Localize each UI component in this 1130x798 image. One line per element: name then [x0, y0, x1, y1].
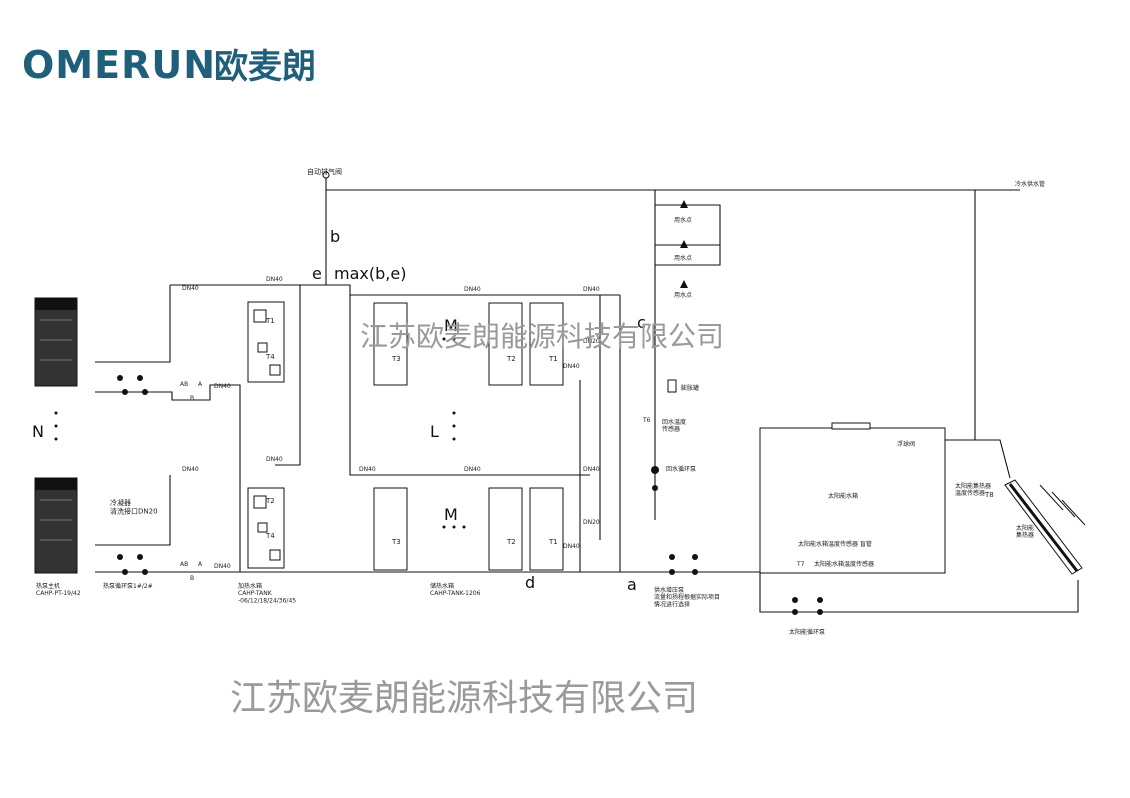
sensor-label: T2 — [506, 355, 516, 363]
dn-label: DN40 — [214, 383, 231, 390]
dn-label: DN40 — [266, 456, 283, 463]
logo-latin-text: OMERUN — [22, 43, 216, 87]
dn-label: DN40 — [563, 363, 580, 370]
letter-b: b — [330, 227, 340, 246]
return-temp-sensor-label: 回水温度传感器 — [662, 418, 686, 433]
a-port-label: A — [198, 561, 203, 568]
letter-m-lower: M — [444, 505, 458, 524]
b-port-label: B — [190, 575, 194, 582]
return-pump — [651, 466, 659, 491]
letter-n: N — [32, 422, 44, 441]
heating-tank-upper — [247, 301, 285, 383]
auto-vent-label: 自动排气阀 — [307, 167, 342, 176]
storage-tank-lower-row — [373, 487, 564, 571]
solar-pump-label: 太阳能循环泵 — [789, 628, 825, 636]
cold-water-label: 冷水供水管 — [1015, 180, 1045, 188]
watermark-mid: 江苏欧麦朗能源科技有限公司 — [360, 320, 724, 353]
letter-a: a — [627, 575, 637, 594]
water-point-label-1: 用水点 — [674, 216, 692, 224]
brand-logo: OMERUN 欧麦朗 — [22, 43, 316, 87]
dn-label: DN40 — [182, 466, 199, 473]
sensor-label: T1 — [265, 317, 275, 325]
a-port-label: A — [198, 381, 203, 388]
expansion-tank-label: 膨胀罐 — [681, 384, 699, 392]
solar-collector — [1004, 479, 1086, 575]
solar-sensor-label: 太阳能集热器温度传感器 — [955, 482, 991, 497]
storage-tank-upper-row — [373, 302, 564, 386]
sensor-label: T2 — [506, 538, 516, 546]
sensor-label: T1 — [548, 355, 558, 363]
logo-cn-text: 欧麦朗 — [214, 47, 316, 87]
solar-water-tank — [759, 422, 946, 574]
ab-label: AB — [180, 381, 188, 388]
solar-collector-label: 太阳能集热器 — [1016, 524, 1034, 539]
watermark-bottom: 江苏欧麦朗能源科技有限公司 — [230, 678, 698, 719]
dn-label: DN40 — [182, 285, 199, 292]
ab-label: AB — [180, 561, 188, 568]
dn-label: DN40 — [464, 286, 481, 293]
t7-label: T7 — [796, 561, 805, 568]
supply-pump-label: 供水增压泵流量和扬程根据实际项目情况进行选择 — [654, 586, 720, 608]
sensor-label: T1 — [548, 538, 558, 546]
auto-vent-icon — [322, 171, 330, 179]
heating-tank-lower — [247, 487, 285, 569]
dn-label: DN40 — [214, 563, 231, 570]
condenser-label: 冷凝器清洗接口DN20 — [110, 498, 158, 515]
solar-tank-label: 太阳能水箱 — [828, 492, 858, 500]
letter-d: d — [525, 573, 535, 592]
dn-label: DN40 — [583, 286, 600, 293]
hp-pump-label: 热泵循环泵1#/2# — [103, 582, 153, 590]
sensor-label: T2 — [265, 497, 275, 505]
tank-sensor-1-label: 太阳能水箱温度传感器 盲管 — [798, 540, 872, 548]
pipe-network — [95, 178, 1079, 613]
t8-label: T8 — [984, 491, 994, 499]
b-port-label: B — [190, 395, 194, 402]
max-be-label: max(b,e) — [334, 264, 406, 283]
float-valve-label: 浮球阀 — [897, 440, 915, 448]
letter-e: e — [312, 264, 322, 283]
expansion-tank — [667, 379, 677, 393]
dn-label: DN20 — [583, 338, 600, 345]
tank-sensor-2-label: 太阳能水箱温度传感器 — [814, 560, 874, 568]
water-point-label-2: 用水点 — [674, 254, 692, 262]
supply-pump-group — [669, 554, 698, 575]
dn-label: DN40 — [266, 276, 283, 283]
dn-label: DN40 — [563, 543, 580, 550]
solar-pump-group — [792, 597, 823, 615]
dn-label: DN40 — [583, 466, 600, 473]
return-pump-label: 回水循环泵 — [666, 465, 696, 473]
letter-m-upper: M — [444, 316, 458, 335]
ellipsis-dots — [54, 337, 466, 529]
dn-label: DN20 — [583, 519, 600, 526]
heat-pump-unit-lower — [34, 477, 78, 574]
pump-group-lower — [117, 554, 148, 575]
water-point-label-3: 用水点 — [674, 291, 692, 299]
sensor-label: T3 — [391, 538, 401, 546]
sensor-label: T4 — [265, 353, 275, 361]
letter-l: L — [430, 422, 439, 441]
heat-pump-unit-upper — [34, 297, 78, 387]
sensor-label: T3 — [391, 355, 401, 363]
sensor-label: T4 — [265, 532, 275, 540]
t6-label: T6 — [642, 417, 651, 424]
pump-group-upper — [117, 375, 148, 395]
water-point-icons — [680, 200, 688, 288]
dn-label: DN40 — [359, 466, 376, 473]
diagram-labels: 自动排气阀 冷水供水管 用水点 用水点 用水点 膨胀罐 T6 回水温度传感器 回… — [32, 167, 1045, 636]
dn-label: DN40 — [464, 466, 481, 473]
letter-c: c — [637, 313, 646, 332]
